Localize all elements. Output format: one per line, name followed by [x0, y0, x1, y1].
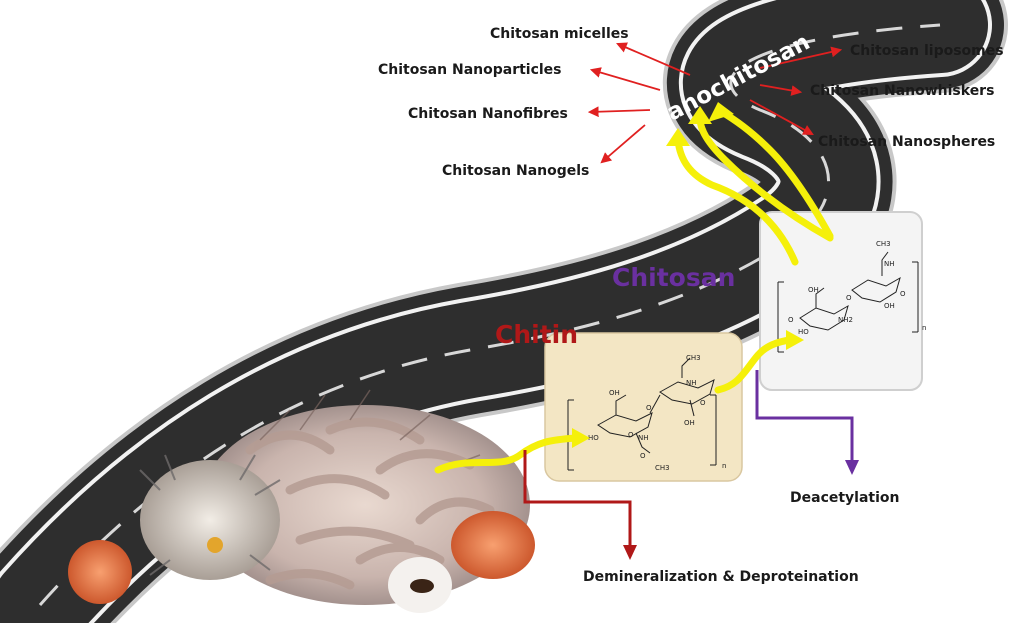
chitosan-atom-nh2: NH2: [838, 316, 853, 324]
product-label-nanogels: Chitosan Nanogels: [442, 163, 589, 179]
chitin-atom-nh-bottom: NH: [638, 434, 649, 442]
flow-arrowhead-nano-3: [708, 102, 734, 122]
demineralization-arrowhead: [623, 545, 637, 560]
product-label-liposomes: Chitosan liposomes: [850, 43, 1004, 59]
chitosan-atom-ho: HO: [798, 328, 809, 336]
product-label-micelles: Chitosan micelles: [490, 26, 629, 42]
crustacean-waste-photo: [68, 389, 535, 613]
chitosan-label: Chitosan: [612, 263, 735, 292]
chitin-atom-ch3-top: CH3: [686, 354, 701, 362]
flow-arrowheads: [572, 102, 804, 448]
arrow-nanogels: [600, 124, 646, 164]
demineralization-arrow: [523, 450, 632, 548]
chitosan-repeat-n: n: [922, 324, 926, 332]
flow-arrow-nano-1: [674, 136, 799, 266]
chitosan-atom-oh-right: OH: [884, 302, 895, 310]
arrow-nanospheres: [749, 99, 814, 136]
arrow-liposomes: [759, 46, 843, 69]
chitin-atom-o-right: O: [700, 399, 706, 407]
flow-arrowhead-nano-1: [666, 128, 690, 146]
demineralization-label: Demineralization & Deproteination: [583, 569, 859, 585]
arrow-micelles: [616, 42, 691, 76]
chitin-atom-oh-top: OH: [609, 389, 620, 397]
chitosan-atom-nh: NH: [884, 260, 895, 268]
flow-arrowhead-nano-2: [688, 106, 712, 124]
flow-arrows: [434, 108, 834, 474]
flow-arrow-to-chitosan: [714, 336, 794, 394]
chitin-structure-panel: OH O HO NH O CH3 CH3 NH O OH O n: [544, 332, 743, 482]
chitosan-atom-oh: OH: [808, 286, 819, 294]
flow-arrow-nano-3: [718, 108, 834, 240]
flow-arrowhead-chitosan: [786, 330, 804, 350]
arrow-nanofibres: [587, 106, 651, 118]
chitin-repeat-n: n: [722, 462, 726, 470]
chitosan-atom-o-link: O: [846, 294, 852, 302]
chitin-atom-ho: HO: [588, 434, 599, 442]
chitosan-atom-ch3: CH3: [876, 240, 891, 248]
product-label-nanoparticles: Chitosan Nanoparticles: [378, 62, 562, 78]
winding-road: [0, 0, 1008, 623]
chitin-label: Chitin: [495, 320, 578, 349]
product-label-nanospheres: Chitosan Nanospheres: [818, 134, 995, 150]
flow-arrow-nano-2: [696, 114, 834, 242]
product-label-nanofibres: Chitosan Nanofibres: [408, 106, 568, 122]
chitin-atom-o-link: O: [646, 404, 652, 412]
chitosan-atom-o-right: O: [900, 290, 906, 298]
deacetylation-arrow: [755, 370, 854, 462]
chitosan-atom-o-left: O: [788, 316, 794, 324]
chitin-atom-nh-top: NH: [686, 379, 697, 387]
chitin-atom-oh-right: OH: [684, 419, 695, 427]
product-arrows: [587, 42, 843, 164]
deacetylation-label: Deacetylation: [790, 490, 900, 506]
deacetylation-arrowhead: [845, 460, 859, 475]
arrow-nanowhiskers: [759, 84, 803, 96]
chitosan-structure-panel: CH3 NH OH O HO NH2 O OH O n: [759, 211, 926, 391]
product-label-nanowhiskers: Chitosan Nanowhiskers: [810, 83, 994, 99]
chitin-atom-ch3-bottom: CH3: [655, 464, 670, 472]
arrow-nanoparticles: [589, 67, 661, 91]
chitin-atom-o-carbonyl: O: [640, 452, 646, 460]
flow-arrow-to-chitin: [434, 434, 579, 474]
chitin-atom-o-ring: O: [628, 431, 634, 439]
flow-arrowhead-chitin: [572, 428, 590, 448]
